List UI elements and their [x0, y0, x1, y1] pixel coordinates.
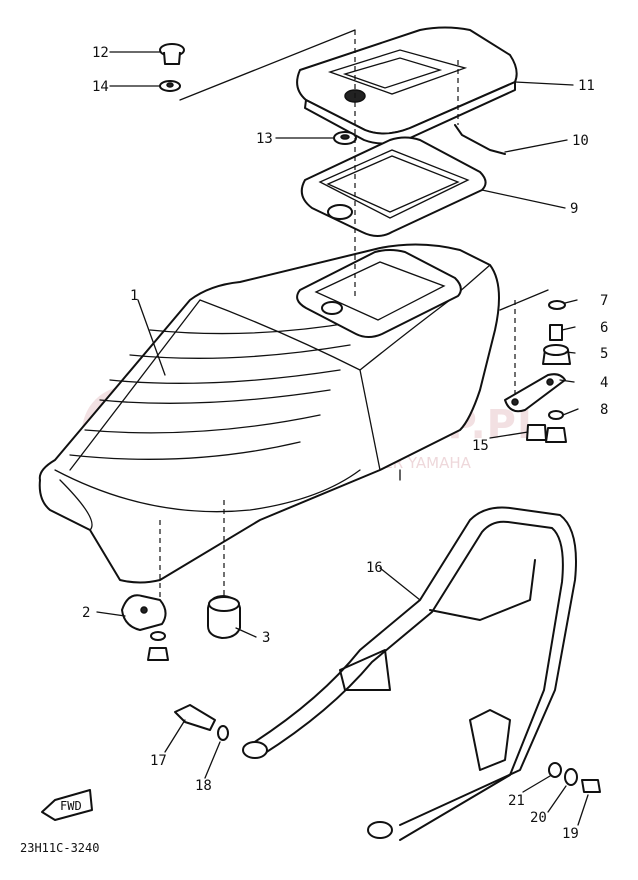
callout-4: 4: [600, 375, 608, 391]
part-bracket-2: [121, 594, 169, 661]
part-hardware-lower: [174, 704, 601, 793]
fwd-label: FWD: [60, 799, 82, 813]
part-seat-lid: [296, 26, 518, 145]
callout-17: 17: [150, 753, 167, 769]
callout-11: 11: [578, 78, 595, 94]
callout-12: 12: [92, 45, 109, 61]
callout-10: 10: [572, 133, 589, 149]
diagram-code: 23H11C-3240: [20, 841, 99, 855]
callout-15: 15: [472, 438, 489, 454]
part-hinge-wire: [454, 124, 506, 155]
part-knob-bolt: [159, 43, 185, 65]
callout-21: 21: [508, 793, 525, 809]
part-damper-3: [207, 595, 241, 639]
callout-9: 9: [570, 201, 578, 217]
part-grommet-13: [333, 131, 357, 145]
callout-8: 8: [600, 402, 608, 418]
assembly-lines: [159, 29, 549, 600]
callout-7: 7: [600, 293, 608, 309]
part-seat: [38, 243, 500, 584]
callouts: 1 2 3 4 5 6 7 8 9 10 11 12 13 14 15 16 1…: [82, 45, 608, 842]
part-seal-frame: [300, 136, 487, 237]
leader-lines: [96, 51, 589, 826]
callout-2: 2: [82, 605, 90, 621]
callout-19: 19: [562, 826, 579, 842]
callout-14: 14: [92, 79, 109, 95]
callout-18: 18: [195, 778, 212, 794]
callout-6: 6: [600, 320, 608, 336]
callout-13: 13: [256, 131, 273, 147]
fwd-arrow-icon: FWD: [41, 789, 93, 821]
callout-16: 16: [366, 560, 383, 576]
callout-20: 20: [530, 810, 547, 826]
part-hardware-right: [504, 300, 571, 443]
part-washer-14: [159, 80, 181, 92]
callout-3: 3: [262, 630, 270, 646]
callout-1: 1: [130, 288, 138, 304]
part-grab-rail: [242, 506, 577, 841]
callout-5: 5: [600, 346, 608, 362]
